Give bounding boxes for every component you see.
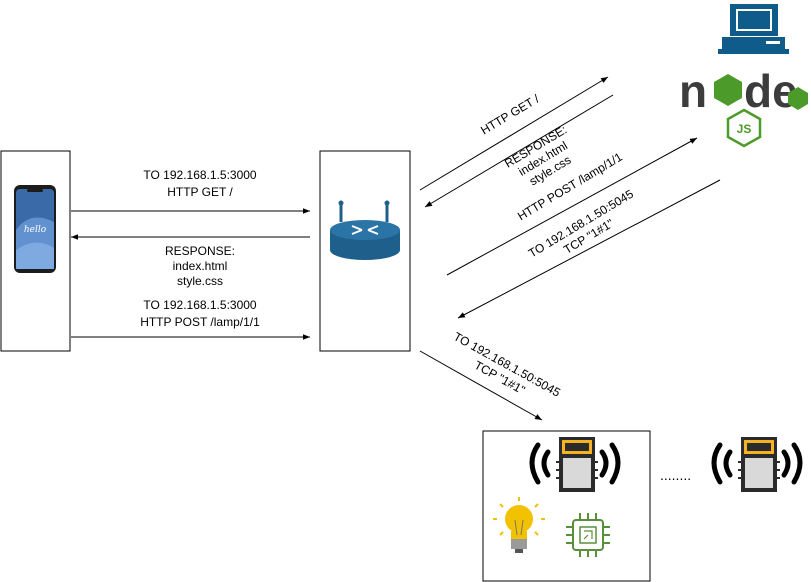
router-box xyxy=(319,150,411,352)
router-icon xyxy=(330,200,400,260)
node-logo-text-de: de xyxy=(744,65,798,117)
node-logo-js-text: JS xyxy=(737,122,752,136)
wifi-module-icon xyxy=(529,437,621,492)
label-phone-to-router-post: TO 192.168.1.5:3000 HTTP POST /lamp/1/1 xyxy=(140,298,260,329)
label-text: HTTP POST /lamp/1/1 xyxy=(140,315,260,329)
node-logo-small-hexagon xyxy=(788,87,808,110)
phone-screen-text: hello xyxy=(24,225,47,235)
phone-box: hello xyxy=(0,150,71,352)
arrow-router-to-server-post xyxy=(446,137,698,276)
label-text: style.css xyxy=(177,274,223,288)
node-logo-js-hexagon xyxy=(726,108,762,148)
label-router-to-server-get: HTTP GET / xyxy=(478,91,542,137)
lightbulb-icon xyxy=(493,497,545,553)
computer-icon xyxy=(718,4,789,54)
arrow-server-to-router-tcp xyxy=(457,179,721,319)
nodejs-logo: n de JS xyxy=(679,65,808,148)
label-phone-to-router-get: TO 192.168.1.5:3000 HTTP GET / xyxy=(143,168,257,199)
device-box xyxy=(482,430,651,582)
arrow-server-to-router-response xyxy=(424,94,614,208)
smartphone-icon: hello xyxy=(14,185,56,273)
label-text: HTTP GET / xyxy=(167,185,233,199)
arrow-router-to-server-get xyxy=(419,76,609,191)
node-logo-hexagon-o xyxy=(714,74,742,106)
label-text: TO 192.168.1.5:3000 xyxy=(143,298,257,312)
arrow-router-to-device xyxy=(419,350,543,421)
wifi-module-icon xyxy=(711,437,803,492)
label-text: RESPONSE: xyxy=(165,244,235,258)
label-router-to-phone-response: RESPONSE: index.html style.css xyxy=(165,244,235,288)
label-text: TO 192.168.1.5:3000 xyxy=(143,168,257,182)
microcontroller-chip-icon xyxy=(566,513,610,557)
label-router-to-device-tcp: TO 192.168.1.50:5045 TCP "1#1" xyxy=(451,329,563,400)
device-ellipsis: ........ xyxy=(660,467,691,483)
node-logo-text-n: n xyxy=(679,65,707,117)
label-text: index.html xyxy=(173,259,228,273)
